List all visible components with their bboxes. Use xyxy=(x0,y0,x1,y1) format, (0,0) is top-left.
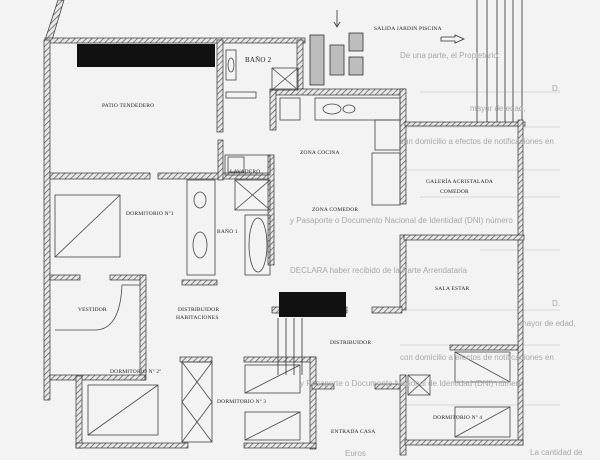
pergola-lines xyxy=(476,0,523,125)
label-bano2: BAÑO 2 xyxy=(245,56,272,64)
label-patio: PATIO TENDEDERO xyxy=(102,103,154,109)
background-form-text: De una parte, el Propietario: D. mayor d… xyxy=(290,51,583,458)
redaction-bar xyxy=(279,292,346,317)
label-comedor: ZONA COMEDOR xyxy=(312,207,358,213)
label-galeria-comedor: COMEDOR xyxy=(440,189,469,195)
ghost-line: y Pasaporte o Documento Nacional de Iden… xyxy=(290,216,513,225)
label-dormitorio-1: DORMITORIO Nº1 xyxy=(126,211,174,217)
label-salida-jardin: SALIDA JARDIN PISCINA xyxy=(374,26,442,32)
label-lavadero: LAVADERO xyxy=(230,169,260,175)
ghost-line: DECLARA haber recibido de la Parte Arren… xyxy=(290,266,468,275)
fixtures xyxy=(54,49,511,443)
ghost-line: De una parte, el Propietario: xyxy=(400,51,500,60)
redaction-bar xyxy=(77,44,215,67)
label-dormitorio-3: DORMITORIO Nº 3 xyxy=(217,399,266,405)
ghost-line: D. xyxy=(552,84,560,93)
arrow-icon xyxy=(333,10,465,44)
label-sala-estar: SALA ESTAR xyxy=(435,286,470,292)
label-distribuidor-hab-2: HABITACIONES xyxy=(176,315,219,321)
label-entrada: ENTRADA CASA xyxy=(331,429,375,435)
room-labels: PATIO TENDEDERO BAÑO 2 ZONA COCINA LAVAD… xyxy=(78,26,493,435)
ghost-line: con domicilio a efectos de notificacione… xyxy=(400,353,554,362)
ghost-line: y Pasaporte o Documento Nacional de Iden… xyxy=(300,379,523,388)
ghost-line: Euros xyxy=(345,449,366,458)
ghost-line: La cantidad de xyxy=(530,448,583,457)
label-dormitorio-2: DORMITORIO Nº 2º xyxy=(110,369,161,375)
ghost-line: mayor de edad, xyxy=(470,104,526,113)
label-galeria: GALERÍA ACRISTALADA xyxy=(426,177,493,185)
label-distribuidor-hab: DISTRIBUIDOR xyxy=(178,307,219,313)
label-bano1: BAÑO 1 xyxy=(217,227,238,235)
label-cocina: ZONA COCINA xyxy=(300,150,340,156)
label-vestidor: VESTIDOR xyxy=(78,307,107,313)
ghost-line: D. xyxy=(552,299,560,308)
ghost-line: con domicilio a efectos de notificacione… xyxy=(400,137,554,146)
label-dormitorio-4: DORMITORIO Nº 4 xyxy=(433,415,482,421)
garden-furniture xyxy=(309,32,364,86)
ghost-line: mayor de edad, xyxy=(520,319,576,328)
label-distribuidor: DISTRIBUIDOR xyxy=(330,340,371,346)
walls xyxy=(43,0,526,456)
